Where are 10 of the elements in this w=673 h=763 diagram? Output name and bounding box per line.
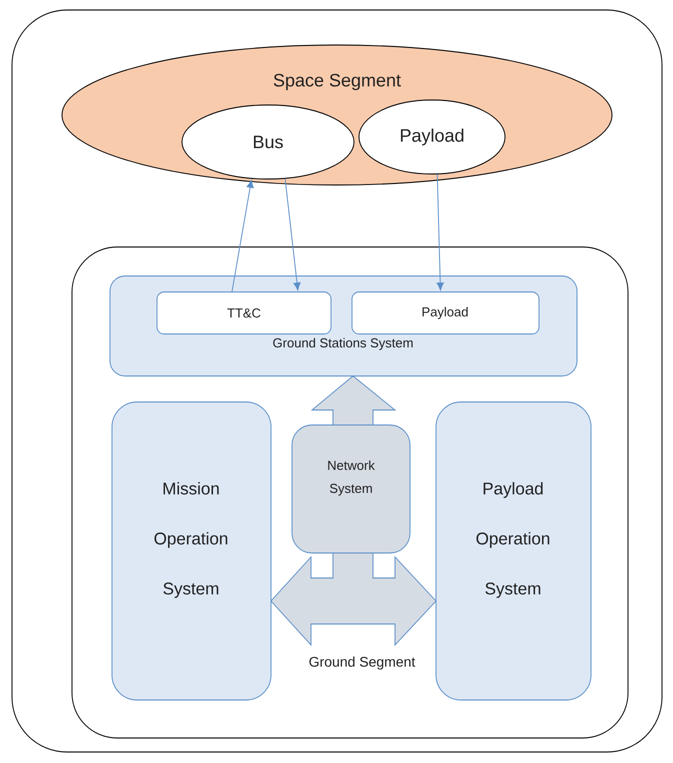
arrow <box>232 180 254 292</box>
system-box: Network System <box>292 424 410 554</box>
block-arrow <box>270 552 354 646</box>
system-box: Mission Operation System <box>112 402 272 700</box>
station-box: TT&C <box>156 292 332 334</box>
system-box: Payload Operation System <box>436 402 592 700</box>
arrow <box>436 174 444 290</box>
arrow <box>284 178 301 290</box>
station-box: Payload <box>352 292 540 334</box>
block-arrow <box>352 552 437 646</box>
